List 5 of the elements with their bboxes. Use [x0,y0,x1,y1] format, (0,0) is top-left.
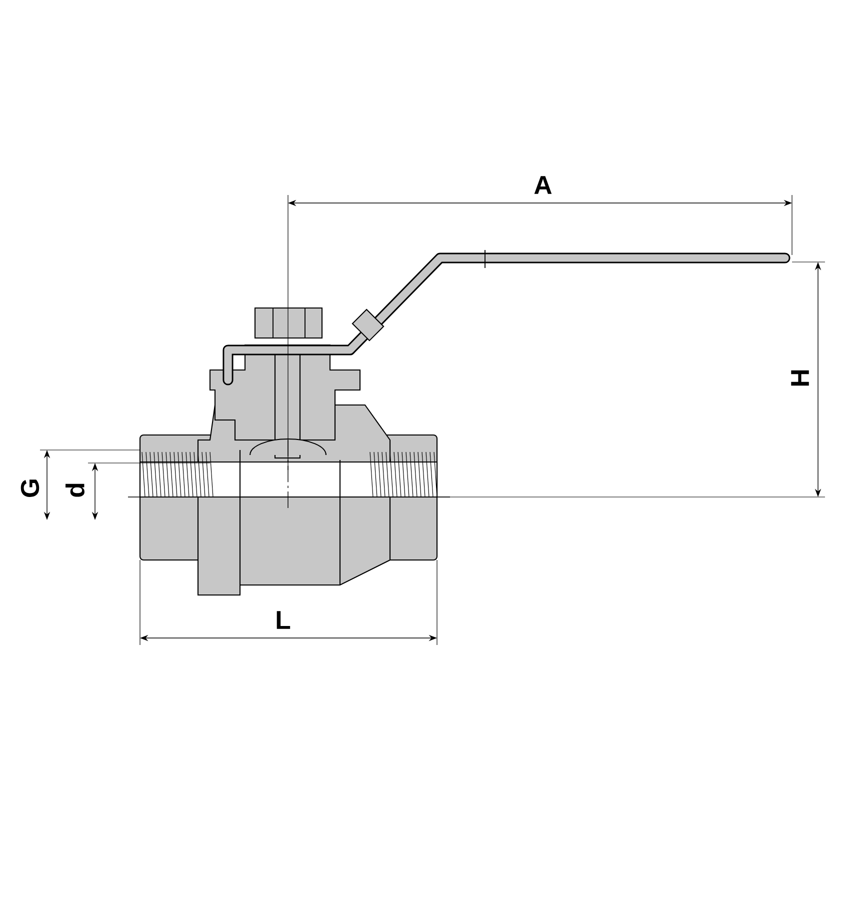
dimension-label: d [66,484,84,497]
dimension-label: H [791,370,809,386]
dimension-label: G [20,480,40,497]
dimension-label: L [276,611,290,629]
dimension-label: A [534,176,552,194]
